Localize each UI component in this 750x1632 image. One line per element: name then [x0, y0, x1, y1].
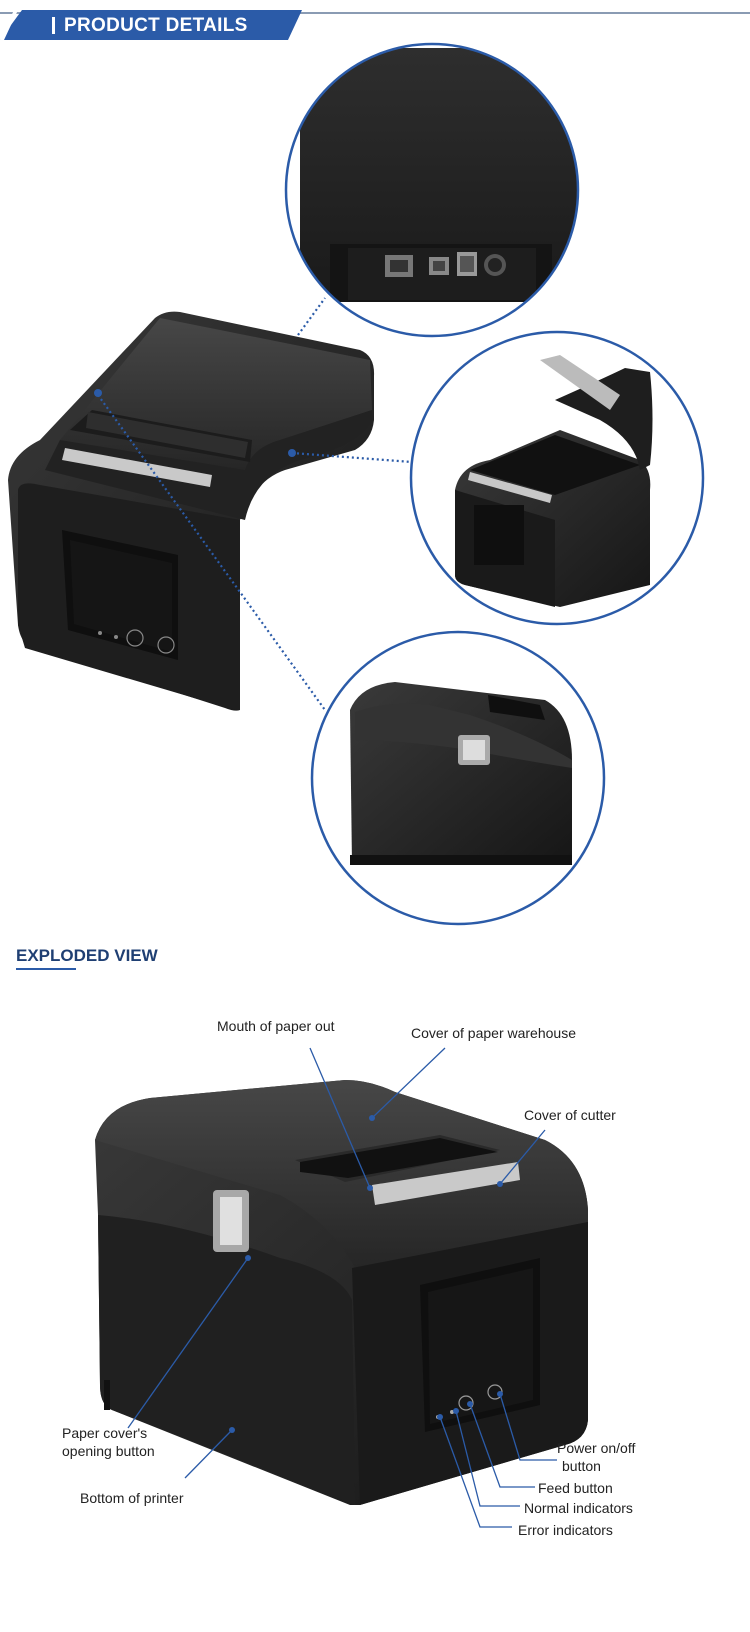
label-paper-cover-opening-line1: Paper cover's: [62, 1425, 148, 1441]
zoom-circle-back-ports: [284, 42, 580, 338]
label-power-button-line2: button: [562, 1458, 601, 1474]
label-normal-indicators: Normal indicators: [524, 1500, 633, 1516]
connector-lines: [97, 297, 413, 711]
label-paper-cover-opening-line2: opening button: [62, 1443, 155, 1459]
header-banner: [0, 10, 302, 40]
label-cover-of-cutter: Cover of cutter: [524, 1107, 616, 1123]
zoom-circle-open-cover: [409, 330, 705, 626]
label-error-indicators: Error indicators: [518, 1522, 613, 1538]
label-mouth-of-paper-out: Mouth of paper out: [217, 1018, 335, 1034]
label-feed-button: Feed button: [538, 1480, 613, 1496]
zoom-circle-side-view: [310, 630, 606, 926]
callout-lines: [127, 1047, 557, 1528]
label-bottom-of-printer: Bottom of printer: [80, 1490, 184, 1506]
header-bar-accent: [52, 17, 55, 34]
exploded-view-underline: [16, 968, 76, 970]
main-printer-image: [8, 311, 375, 711]
label-power-button-line1: Power on/off: [557, 1440, 636, 1456]
label-cover-of-paper-warehouse: Cover of paper warehouse: [411, 1025, 576, 1041]
product-details-heading: PRODUCT DETAILS: [64, 15, 248, 36]
exploded-view-heading: EXPLODED VIEW: [16, 946, 158, 965]
exploded-view-printer: [95, 1080, 588, 1505]
header-rule: [0, 12, 750, 14]
